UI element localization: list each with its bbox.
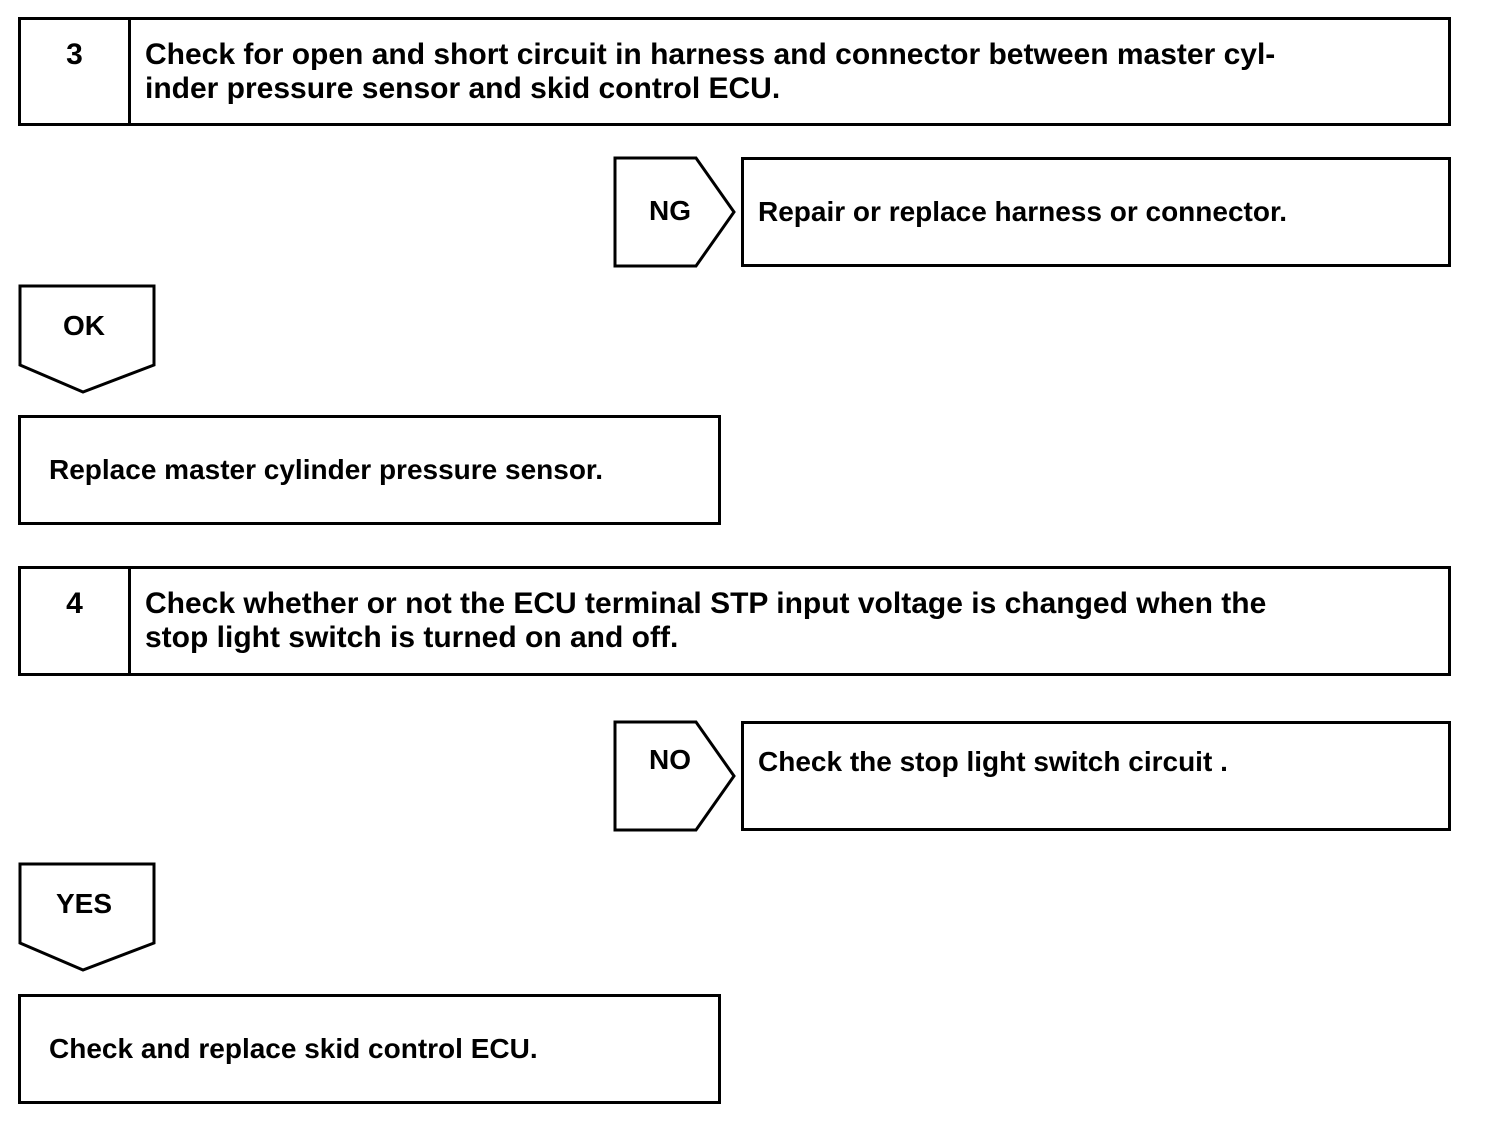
step-3-description: Check for open and short circuit in harn…: [131, 20, 1448, 123]
ok-action-box: Replace master cylinder pressure sensor.: [18, 415, 721, 525]
step-4-text-line-2: stop light switch is turned on and off.: [145, 621, 679, 654]
ok-label: OK: [63, 310, 105, 341]
step-4-box: 4 Check whether or not the ECU terminal …: [18, 566, 1451, 676]
ng-label: NG: [649, 195, 691, 226]
yes-action-box: Check and replace skid control ECU.: [18, 994, 721, 1104]
ng-arrow-shape: [613, 156, 736, 268]
step-4-description: Check whether or not the ECU terminal ST…: [131, 569, 1448, 673]
yes-action-text: Check and replace skid control ECU.: [49, 1033, 538, 1064]
ok-action-text: Replace master cylinder pressure sensor.: [49, 454, 604, 485]
yes-label: YES: [55, 888, 113, 919]
no-action-box: Check the stop light switch circuit .: [741, 721, 1451, 831]
step-3-number: 3: [21, 20, 131, 123]
no-arrow-shape: [613, 720, 736, 832]
yes-arrow-shape: [18, 862, 156, 972]
ng-action-text: Repair or replace harness or connector.: [758, 196, 1288, 227]
ng-action-box: Repair or replace harness or connector.: [741, 157, 1451, 267]
step-3-text-line-2: inder pressure sensor and skid control E…: [145, 72, 781, 105]
no-label: NO: [649, 744, 691, 775]
step-3-box: 3 Check for open and short circuit in ha…: [18, 17, 1451, 126]
ok-arrow-shape: [18, 284, 156, 394]
step-3-text-line-1: Check for open and short circuit in harn…: [145, 38, 1276, 71]
no-action-text: Check the stop light switch circuit .: [758, 746, 1228, 777]
step-4-text-line-1: Check whether or not the ECU terminal ST…: [145, 587, 1267, 620]
step-4-number: 4: [21, 569, 131, 673]
